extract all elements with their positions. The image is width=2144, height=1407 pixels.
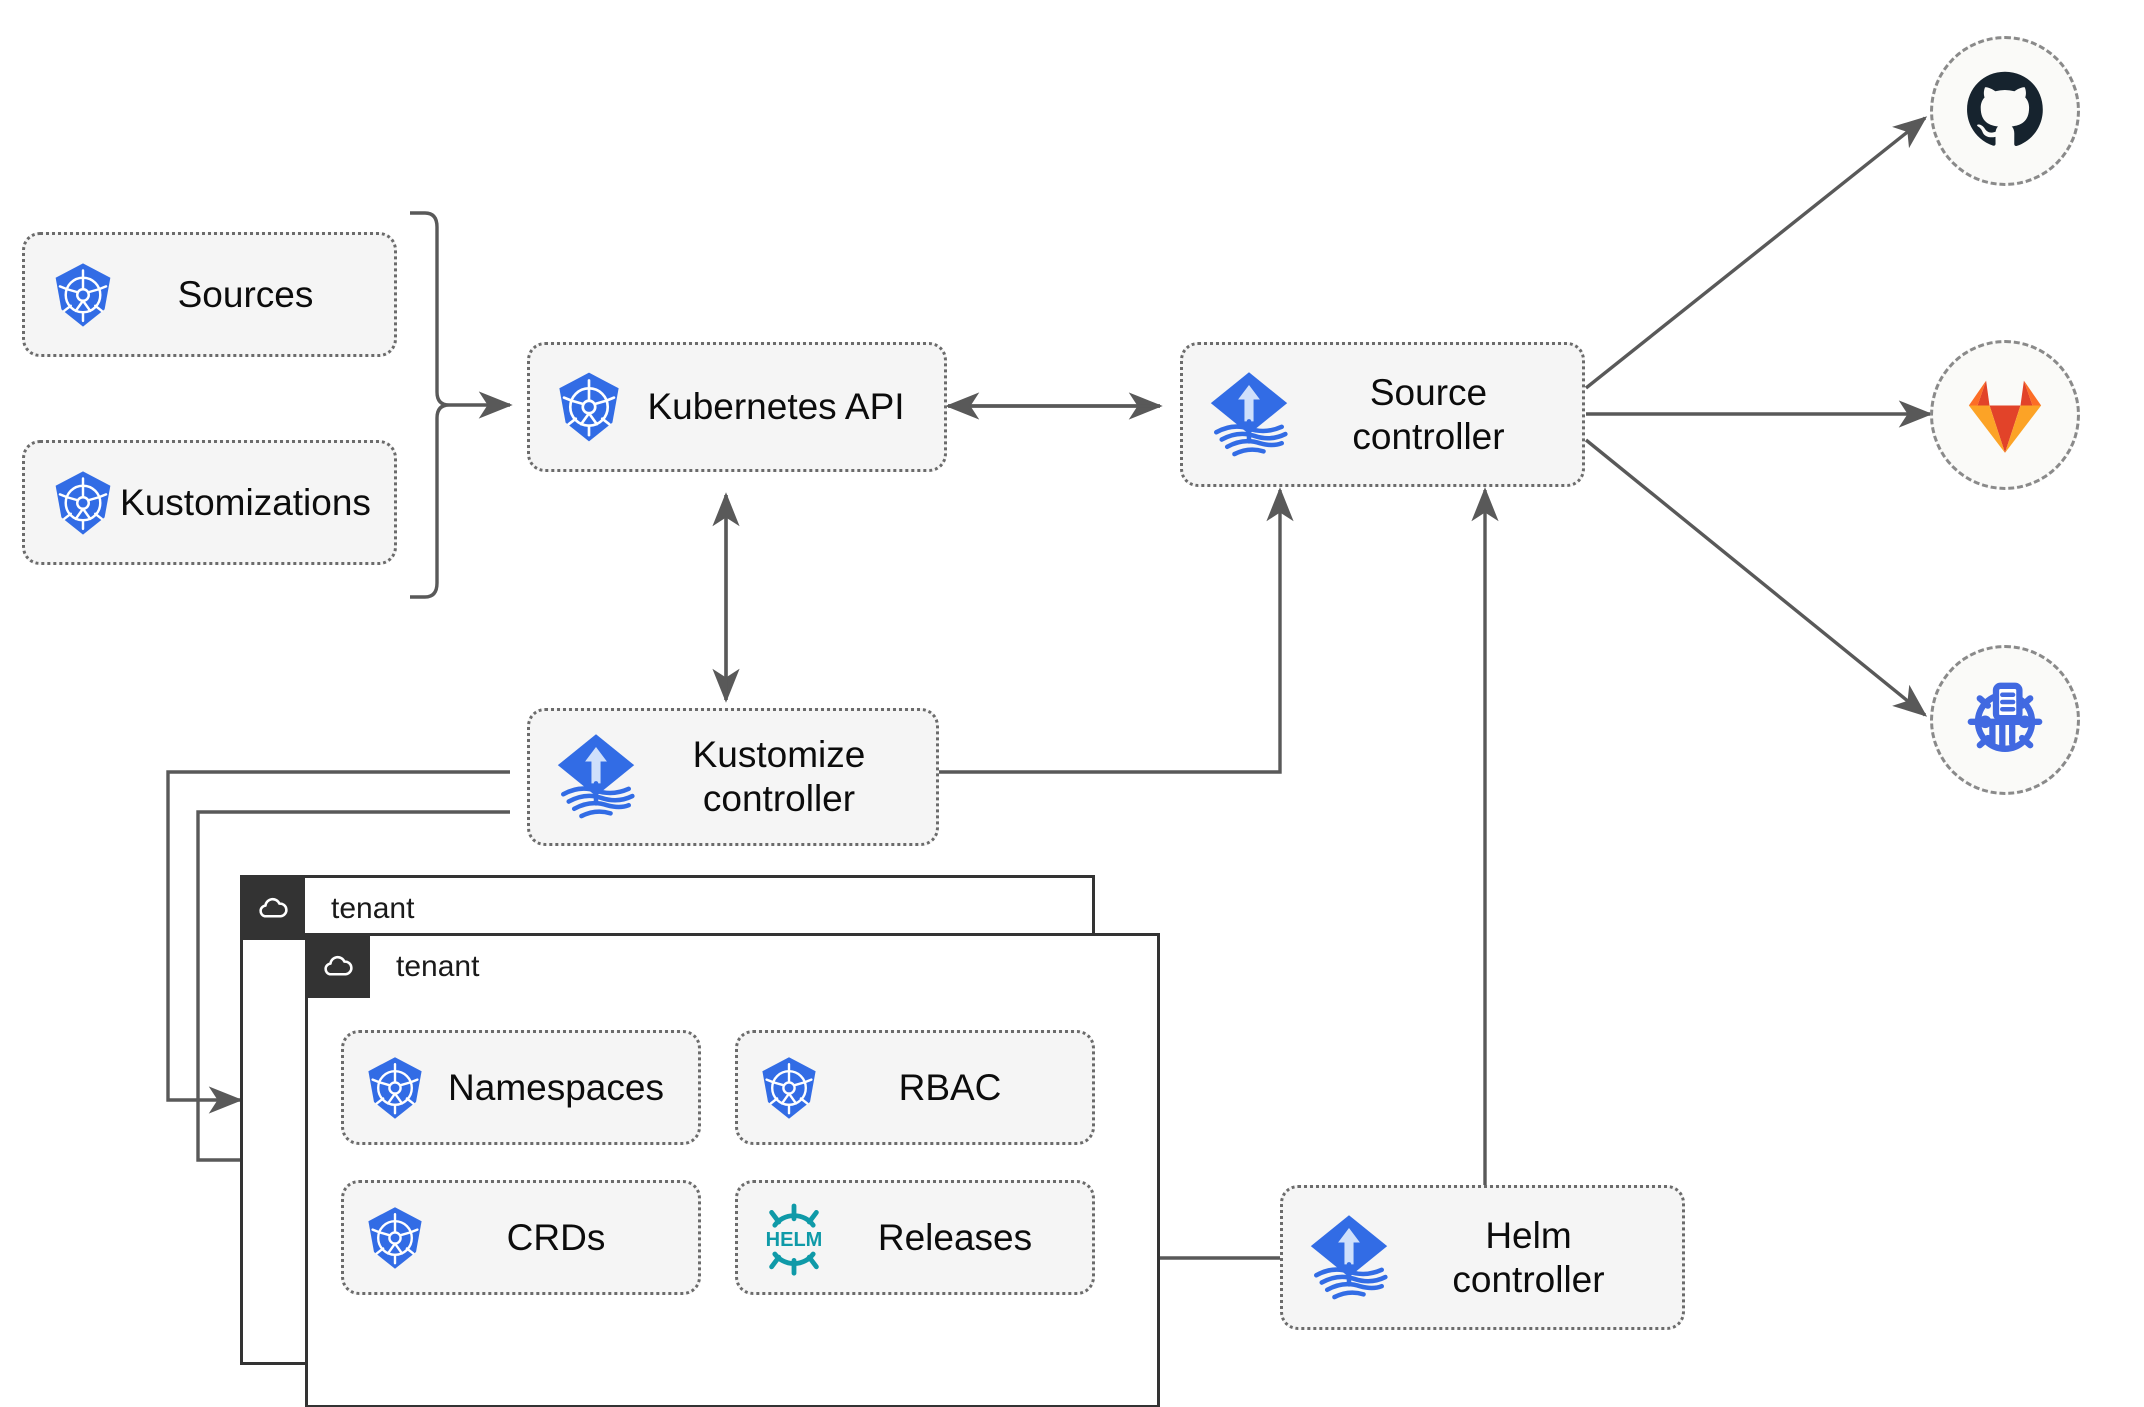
node-label: Sources: [177, 273, 314, 315]
edge-bracket-sources: [410, 211, 450, 599]
bucket-icon: [1967, 682, 2043, 752]
tenant-window-2[interactable]: tenant: [305, 933, 1160, 1407]
node-label: Kustomize controller: [692, 734, 866, 819]
kubernetes-icon: [754, 1053, 824, 1123]
tenant-resource-label: Namespaces: [448, 1066, 664, 1108]
edge-source-to-github: [1584, 116, 1928, 390]
node-sources[interactable]: Sources: [22, 232, 397, 357]
kubernetes-icon: [550, 368, 628, 446]
node-helm-controller[interactable]: Helm controller: [1280, 1185, 1685, 1330]
flux-icon: [1203, 365, 1295, 465]
tenant-resource-releases[interactable]: HELM Releases: [735, 1180, 1095, 1295]
node-label: Kubernetes API: [647, 386, 905, 428]
provider-gitlab[interactable]: [1930, 340, 2080, 490]
cloud-icon: [243, 878, 305, 940]
kubernetes-icon: [360, 1053, 430, 1123]
github-icon: [1967, 71, 2043, 146]
node-kustomizations[interactable]: Kustomizations: [22, 440, 397, 565]
tenant-name: tenant: [331, 892, 415, 925]
node-kustomize-controller[interactable]: Kustomize controller: [527, 708, 939, 846]
kubernetes-icon: [360, 1203, 430, 1273]
node-source-controller[interactable]: Source controller: [1180, 342, 1585, 487]
node-label: Source controller: [1352, 371, 1505, 457]
tenant-resource-label: Releases: [877, 1216, 1033, 1258]
node-label: Helm controller: [1452, 1214, 1605, 1300]
tenant-titlebar: tenant: [308, 936, 479, 998]
provider-bucket[interactable]: [1930, 645, 2080, 795]
edge-kustomize-to-source: [938, 487, 1294, 774]
svg-text:HELM: HELM: [766, 1229, 823, 1251]
edge-source-to-bucket: [1584, 438, 1928, 717]
flux-icon: [1303, 1208, 1395, 1308]
provider-github[interactable]: [1930, 36, 2080, 186]
helm-icon: HELM: [754, 1198, 834, 1278]
tenant-resource-rbac[interactable]: RBAC: [735, 1030, 1095, 1145]
node-kubernetes-api[interactable]: Kubernetes API: [527, 342, 947, 472]
flux-icon: [550, 727, 642, 827]
tenant-titlebar: tenant: [243, 878, 414, 940]
cloud-icon: [308, 936, 370, 998]
tenant-resource-label: RBAC: [898, 1066, 1002, 1108]
tenant-resource-crds[interactable]: CRDs: [341, 1180, 701, 1295]
tenant-name: tenant: [396, 950, 480, 983]
gitlab-icon: [1968, 380, 2042, 453]
node-label: Kustomizations: [120, 481, 371, 523]
kubernetes-icon: [47, 467, 119, 539]
tenant-resource-label: CRDs: [506, 1216, 606, 1258]
tenant-resource-namespaces[interactable]: Namespaces: [341, 1030, 701, 1145]
kubernetes-icon: [47, 259, 119, 331]
